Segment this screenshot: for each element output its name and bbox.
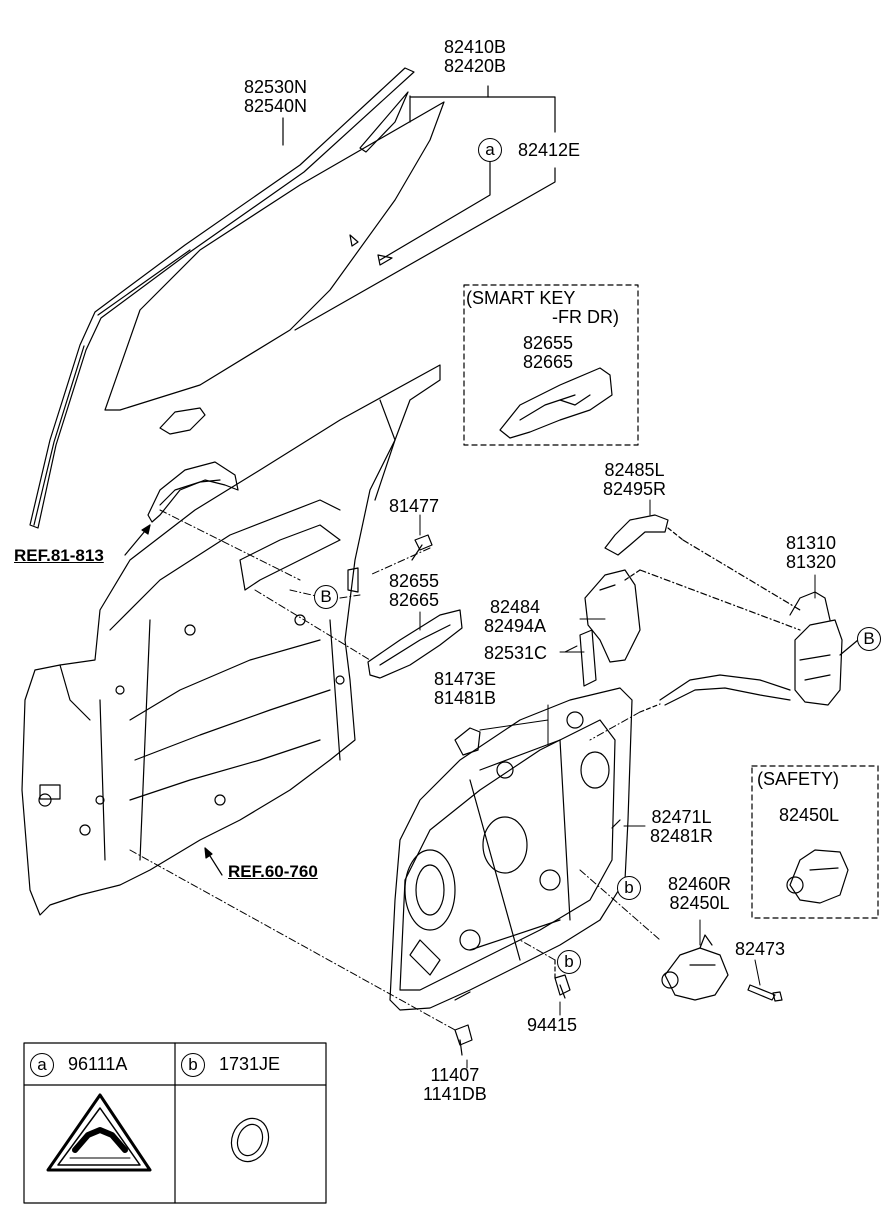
smart-key-title: (SMART KEY -FR DR) [466, 289, 619, 327]
label-leaders [419, 499, 816, 1069]
door-inner-frame [21, 364, 441, 916]
latch-part [789, 591, 843, 706]
legend-box [23, 1042, 327, 1204]
inside-bracket-part [584, 569, 801, 663]
assembly-lines [129, 509, 661, 1031]
outer-handle-label-line2: 82665 [389, 590, 440, 610]
inside-bracket-label-line1: 82484 [490, 597, 541, 617]
smart-key-handle-label: 82655 82665 [523, 334, 573, 372]
ref-upper-label: REF.81-813 [14, 546, 104, 565]
bolt-label: 11407 1141DB [423, 1066, 487, 1104]
callout-a: a [478, 138, 502, 162]
latch-label: 81310 81320 [786, 534, 836, 572]
check-rod-label-line2: 82495R [603, 479, 667, 499]
switch-label: 81473E 81481B [434, 670, 496, 708]
window-run-channel [29, 67, 415, 529]
run-channel-label-line1: 82530N [244, 77, 308, 97]
check-rod-label: 82485L 82495R [603, 461, 666, 499]
module-panel-label-line2: 82481R [650, 826, 714, 846]
door-module-panel [389, 687, 633, 1011]
screw-part [554, 959, 571, 999]
safety-motor-part [786, 849, 849, 904]
ref-arrows [124, 524, 223, 876]
smart-key-title-line1: (SMART KEY [466, 288, 576, 308]
screw-label: 94415 [527, 1015, 578, 1035]
regulator-motor-part [661, 934, 729, 1001]
latch-label-line2: 81320 [786, 552, 837, 572]
hinge-bolt-label: 81477 [389, 496, 440, 516]
callout-B-left: B [314, 585, 338, 609]
motor-bolt-part [747, 984, 783, 1002]
callout-b-upper: b [617, 876, 641, 900]
grommet-icon [230, 1117, 270, 1163]
safety-title: (SAFETY) [757, 769, 840, 789]
safety-box [751, 765, 879, 919]
regulator-motor-label: 82460R 82450L [668, 875, 731, 913]
inside-bracket-label: 82484 82494A [484, 598, 546, 636]
latch-label-line1: 81310 [786, 533, 837, 553]
glass-label: 82410B 82420B [444, 38, 506, 76]
inside-bracket-label-line2: 82494A [484, 616, 547, 636]
regulator-motor-label-line2: 82450L [669, 893, 730, 913]
ref-lower-label: REF.60-760 [228, 862, 318, 881]
callout-B-right: B [857, 627, 881, 651]
smart-key-title-line2: -FR DR) [552, 307, 619, 327]
legend-code-b: 1731JE [219, 1054, 281, 1074]
module-panel-label: 82471L 82481R [650, 808, 713, 846]
smart-key-handle-label-line2: 82665 [523, 352, 574, 372]
outer-handle-label: 82655 82665 [389, 572, 439, 610]
regulator-motor-label-line1: 82460R [668, 874, 732, 894]
glass-sub-label: 82412E [518, 140, 581, 160]
legend-code-a: 96111A [68, 1054, 128, 1074]
bolt-part [454, 1024, 473, 1056]
hinge-bolt-part [411, 534, 433, 561]
outer-handle-label-line1: 82655 [389, 571, 440, 591]
callout-b-lower: b [557, 950, 581, 974]
smart-key-handle-label-line1: 82655 [523, 333, 574, 353]
run-channel-label-line2: 82540N [244, 96, 308, 116]
glass-label-line1: 82410B [444, 37, 507, 57]
door-glass [104, 101, 445, 435]
switch-label-line2: 81481B [434, 688, 497, 708]
bolt-label-line2: 1141DB [423, 1084, 487, 1104]
warning-sticker-icon [46, 1093, 152, 1172]
module-panel-label-line1: 82471L [651, 807, 712, 827]
motor-bolt-label: 82473 [735, 939, 786, 959]
channel-label: 82531C [484, 643, 548, 663]
legend-key-a: a [30, 1053, 54, 1077]
check-rod-part [604, 514, 801, 611]
bolt-label-line1: 11407 [430, 1065, 480, 1085]
check-rod-label-line1: 82485L [604, 460, 665, 480]
safety-motor-label: 82450L [779, 805, 840, 825]
outer-handle [147, 461, 239, 523]
switch-label-line1: 81473E [434, 669, 497, 689]
latch-cables [639, 639, 859, 713]
channel-part [579, 629, 597, 687]
smart-key-handle-part [499, 367, 613, 439]
legend-key-b: b [181, 1053, 205, 1077]
glass-label-line2: 82420B [444, 56, 507, 76]
glass-leaders [282, 85, 556, 331]
smart-key-box [463, 284, 639, 446]
run-channel-label: 82530N 82540N [244, 78, 307, 116]
